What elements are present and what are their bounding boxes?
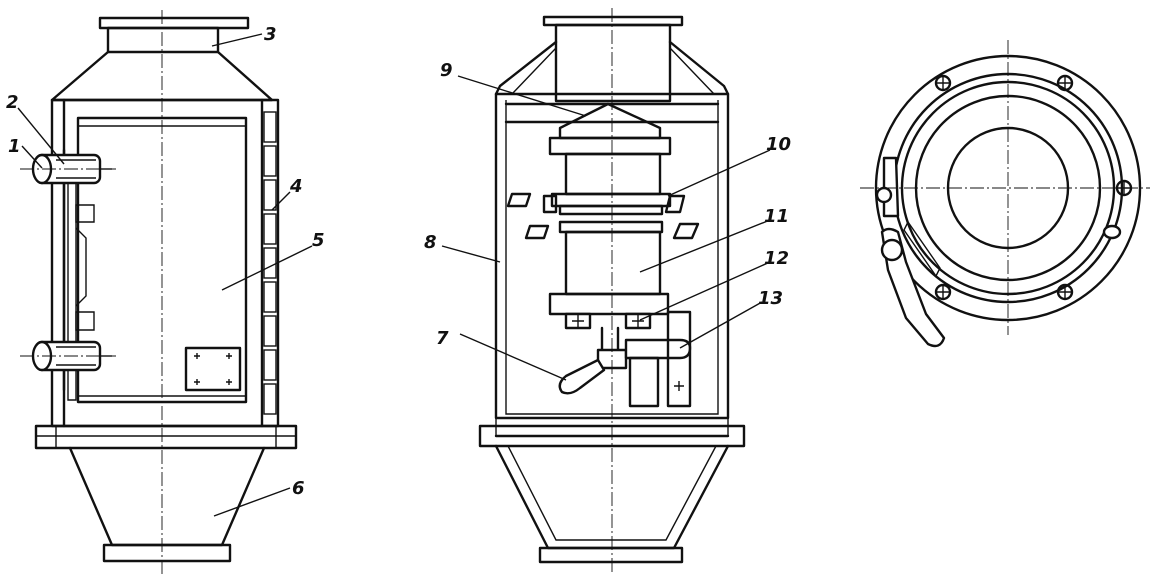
top-flange	[98, 16, 250, 30]
bottom-flange	[34, 424, 298, 450]
label-6: 6	[292, 478, 305, 499]
bracket	[666, 310, 692, 408]
right-view	[860, 40, 1150, 348]
callout-labels: 1 2 3 4 5 6 7 8 9 10 11 12 13	[6, 24, 791, 499]
label-8: 8	[424, 232, 437, 253]
vane-slots	[506, 192, 700, 240]
label-5: 5	[312, 230, 325, 251]
top-nozzle	[106, 26, 220, 54]
label-3: 3	[264, 24, 277, 45]
label-9: 9	[440, 60, 453, 81]
inspection-hatch	[184, 346, 242, 392]
label-7: 7	[436, 328, 449, 349]
casing	[494, 92, 730, 420]
label-11: 11	[764, 206, 789, 227]
label-1: 1	[8, 136, 21, 157]
hinge-strip	[263, 111, 277, 415]
bolts	[564, 312, 652, 330]
outer-flange-ring	[874, 54, 1142, 322]
hopper	[68, 446, 266, 547]
left-view	[20, 10, 298, 575]
drive-arm	[624, 338, 692, 360]
label-10: 10	[766, 134, 791, 155]
label-4: 4	[289, 176, 303, 197]
cone-cap	[558, 102, 662, 140]
label-12: 12	[764, 248, 789, 269]
handle-lever	[558, 358, 606, 395]
outlet-flange	[102, 543, 232, 563]
flange-bolts	[934, 74, 1133, 301]
middle-view	[478, 8, 746, 575]
leader-lines	[17, 33, 771, 517]
filter-cylinder	[564, 152, 662, 196]
label-13: 13	[758, 288, 783, 309]
middle-top-nozzle	[554, 23, 672, 103]
label-2: 2	[6, 92, 19, 113]
